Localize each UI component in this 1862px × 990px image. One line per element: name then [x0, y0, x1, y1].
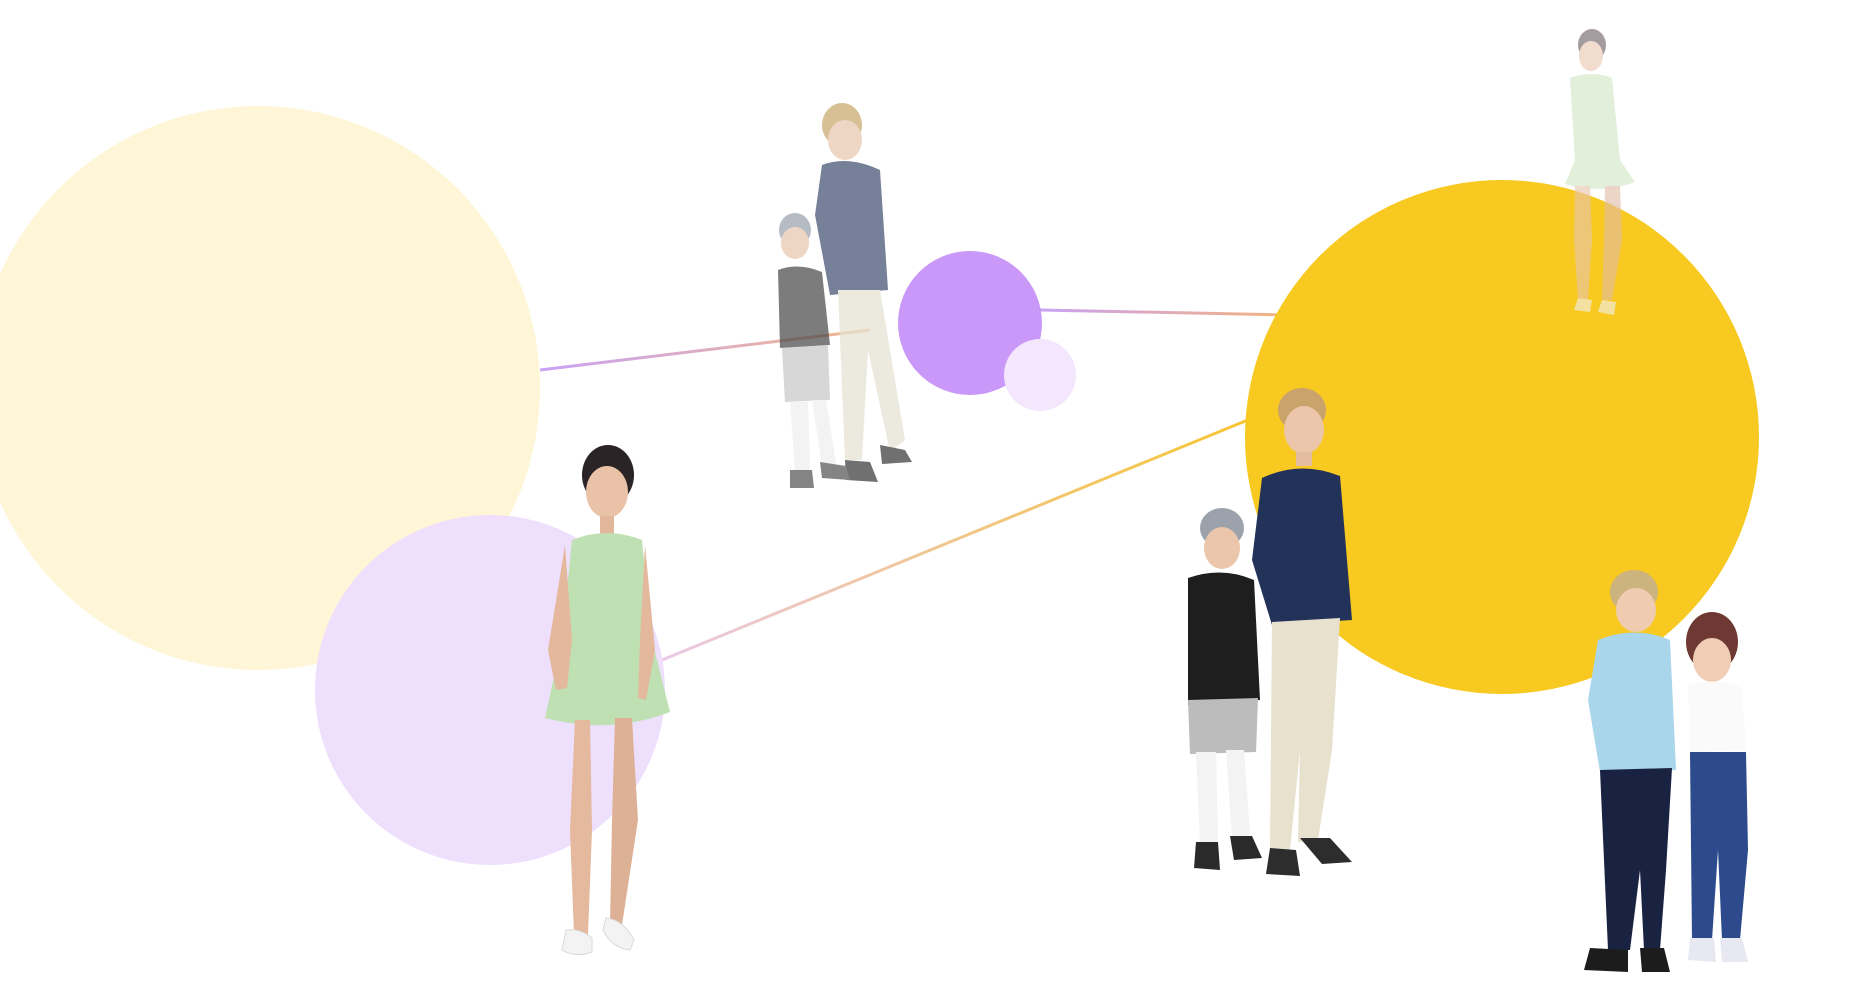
woman-avatar-faded-icon [1565, 29, 1635, 315]
father-and-son-avatar-front-icon [1188, 388, 1352, 876]
circle-violet-small [898, 251, 1042, 395]
circle-pale-violet-tiny [1004, 339, 1076, 411]
woman-avatar-green-dress-icon [545, 445, 670, 956]
connector-line-top [1039, 308, 1291, 317]
circle-pale-yellow-large [0, 106, 540, 670]
father-and-son-avatar-icon [778, 103, 912, 488]
couple-avatar-icon [1584, 570, 1748, 972]
connector-line-diagonal [661, 413, 1261, 662]
circle-yellow-large [1245, 180, 1759, 694]
